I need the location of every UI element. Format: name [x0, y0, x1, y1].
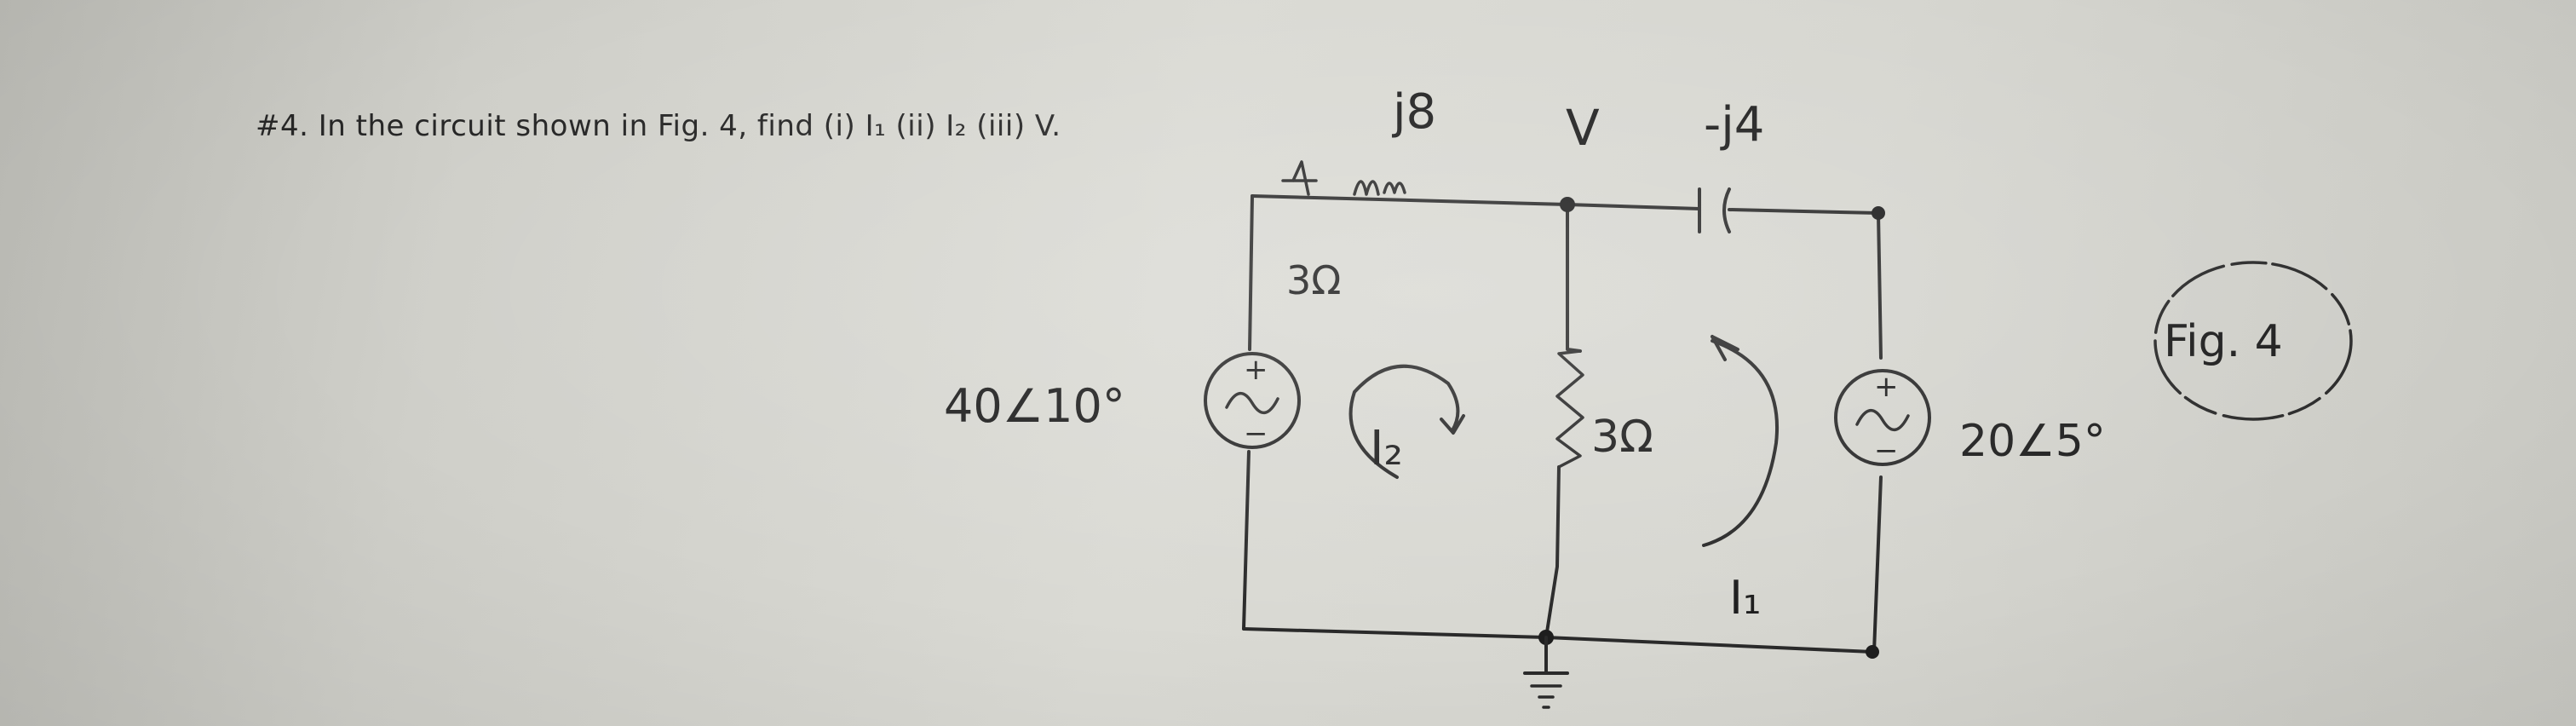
middle-wire-lower — [1544, 465, 1561, 639]
inductor-scribble — [1281, 160, 1318, 196]
label-capacitor: -j4 — [1704, 97, 1764, 153]
label-shunt-resistor: 3Ω — [1591, 412, 1653, 463]
right-source-plus: + — [1874, 370, 1899, 404]
label-inductor: j8 — [1391, 84, 1436, 140]
left-source-plus: + — [1244, 353, 1268, 387]
mesh-arrow-left-head — [1440, 414, 1465, 435]
node-dot-top-middle — [1560, 197, 1575, 212]
inductor-symbol — [1353, 180, 1406, 196]
right-voltage-source — [1834, 369, 1931, 466]
top-wire-cap-right — [1728, 208, 1880, 215]
problem-statement: #4. In the circuit shown in Fig. 4, find… — [256, 109, 1061, 143]
left-voltage-source — [1204, 352, 1301, 449]
mesh-arrow-right-head — [1711, 335, 1739, 361]
right-wire-lower — [1872, 475, 1883, 654]
label-mesh-right: I₁ — [1729, 571, 1762, 625]
right-source-minus: − — [1874, 434, 1899, 468]
node-dot-top-right — [1872, 206, 1885, 220]
capacitor-symbol — [1698, 187, 1731, 233]
shunt-resistor-symbol — [1555, 349, 1584, 469]
label-figure: Fig. 4 — [2164, 316, 2283, 367]
top-wire-right — [1566, 203, 1701, 210]
left-wire-lower — [1242, 450, 1251, 631]
label-source-right: 20∠5° — [1959, 416, 2106, 467]
left-source-minus: − — [1244, 417, 1268, 451]
bottom-wire — [1242, 627, 1874, 654]
middle-wire-upper — [1566, 203, 1582, 353]
figure-label-ellipse — [2153, 261, 2353, 421]
left-wire-upper — [1248, 194, 1254, 351]
node-dot-bottom-right — [1866, 645, 1879, 659]
ground-symbol — [1523, 636, 1569, 709]
mesh-arrow-left — [1348, 364, 1460, 479]
right-wire-upper — [1877, 211, 1883, 360]
top-wire-left — [1251, 194, 1569, 206]
mesh-arrow-right — [1702, 339, 1779, 547]
label-series-resistor: 3Ω — [1286, 257, 1341, 303]
label-source-left: 40∠10° — [944, 379, 1125, 433]
label-mesh-left: I₂ — [1370, 421, 1403, 476]
label-node-voltage: V — [1566, 99, 1600, 157]
